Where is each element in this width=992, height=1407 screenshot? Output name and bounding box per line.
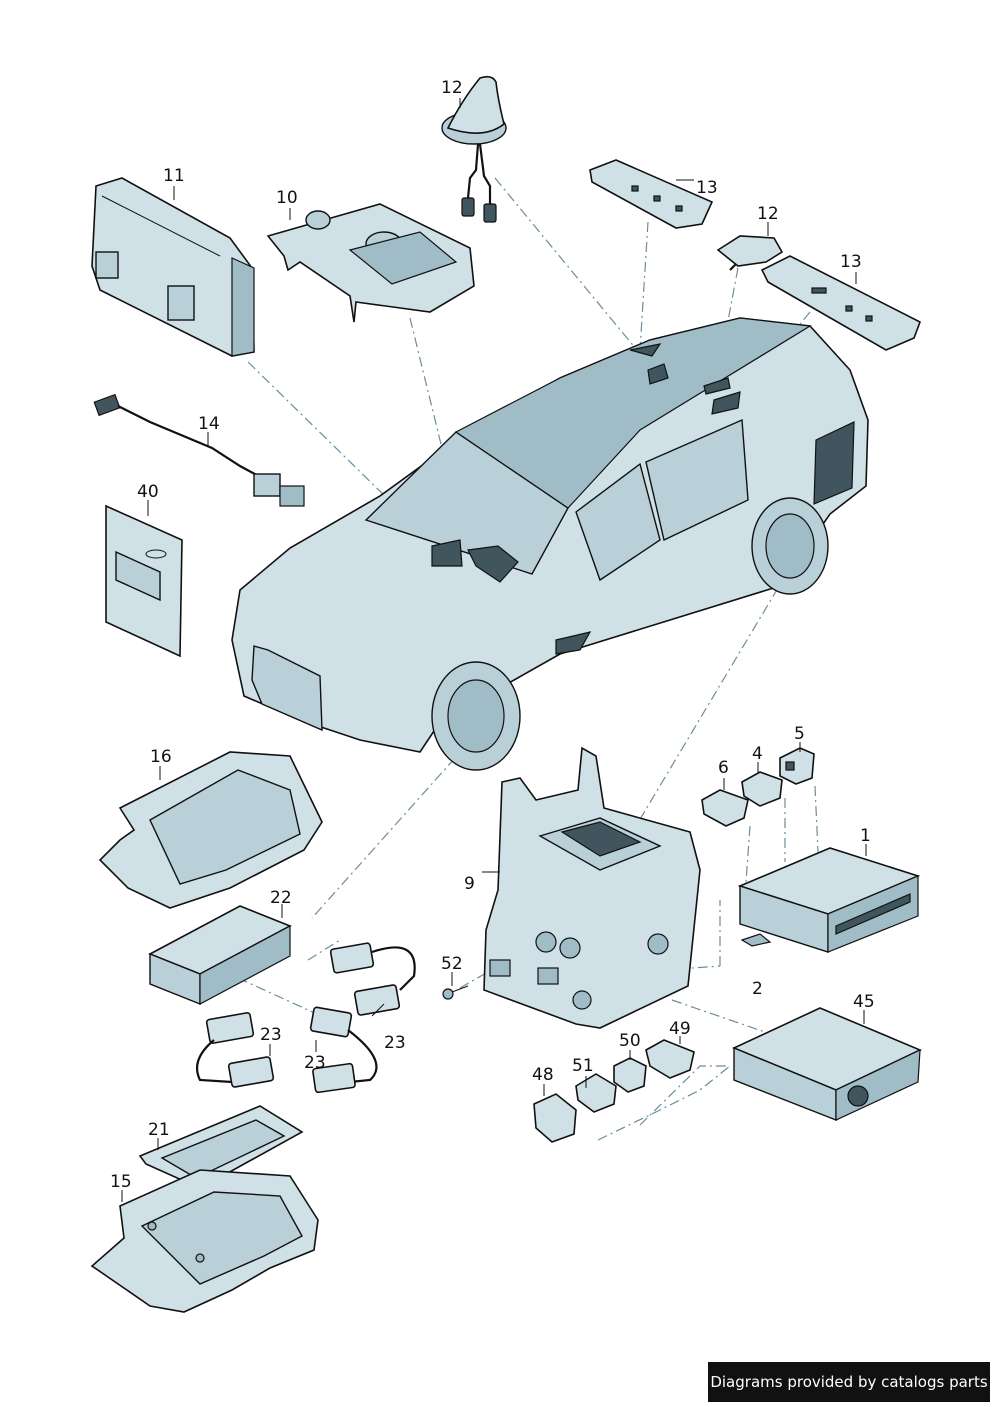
cable-14 [93, 393, 305, 507]
callout-49: 49 [669, 1019, 691, 1039]
control-unit-11 [91, 177, 255, 357]
callout-52: 52 [441, 954, 463, 974]
connector-4 [741, 771, 783, 807]
callout-2: 2 [752, 979, 763, 999]
module-strip-13b [760, 255, 922, 351]
credit-banner: Diagrams provided by catalogs parts [708, 1362, 990, 1402]
connector-49 [645, 1039, 695, 1079]
callout-13-strip: 13 [840, 252, 862, 272]
head-unit-1 [737, 847, 921, 953]
callout-leaders [121, 98, 867, 1202]
tray-16 [98, 751, 323, 909]
connector-51 [575, 1073, 617, 1113]
callout-6: 6 [718, 758, 729, 778]
cable-23c [196, 1012, 275, 1088]
callout-23-left: 23 [260, 1025, 282, 1045]
callout-48: 48 [532, 1065, 554, 1085]
connector-5 [779, 747, 815, 785]
callout-23-right: 23 [384, 1033, 406, 1053]
bracket-15 [90, 1169, 319, 1313]
module-strip-13a [589, 159, 714, 229]
callout-21: 21 [148, 1120, 170, 1140]
car-body [231, 317, 869, 771]
mmi-panel-10 [266, 203, 475, 323]
callout-14: 14 [198, 414, 220, 434]
callout-40: 40 [137, 482, 159, 502]
callout-50: 50 [619, 1031, 641, 1051]
callout-1: 1 [860, 826, 871, 846]
callout-23-middle: 23 [304, 1053, 326, 1073]
cable-23b [309, 1006, 378, 1094]
mount-frame-9 [483, 746, 701, 1029]
callout-51: 51 [572, 1056, 594, 1076]
screw-52 [442, 985, 469, 1000]
connector-50 [613, 1057, 647, 1093]
callout-16: 16 [150, 747, 172, 767]
callout-13-top: 13 [696, 178, 718, 198]
callout-5: 5 [794, 724, 805, 744]
module-box-22 [148, 905, 292, 1006]
connector-48 [533, 1093, 577, 1143]
cable-23a [329, 942, 416, 1016]
callout-10: 10 [276, 188, 298, 208]
antenna-module-12b [716, 235, 784, 271]
callout-9: 9 [464, 874, 475, 894]
callout-22: 22 [270, 888, 292, 908]
callout-4: 4 [752, 744, 763, 764]
callout-11: 11 [163, 166, 185, 186]
callout-12-module: 12 [757, 204, 779, 224]
module-box-45 [732, 1007, 922, 1122]
roof-antenna-12 [441, 75, 507, 223]
manual-40 [105, 504, 183, 658]
callout-12-antenna: 12 [441, 78, 463, 98]
connector-6 [701, 789, 749, 827]
callout-45: 45 [853, 992, 875, 1012]
callout-15: 15 [110, 1172, 132, 1192]
